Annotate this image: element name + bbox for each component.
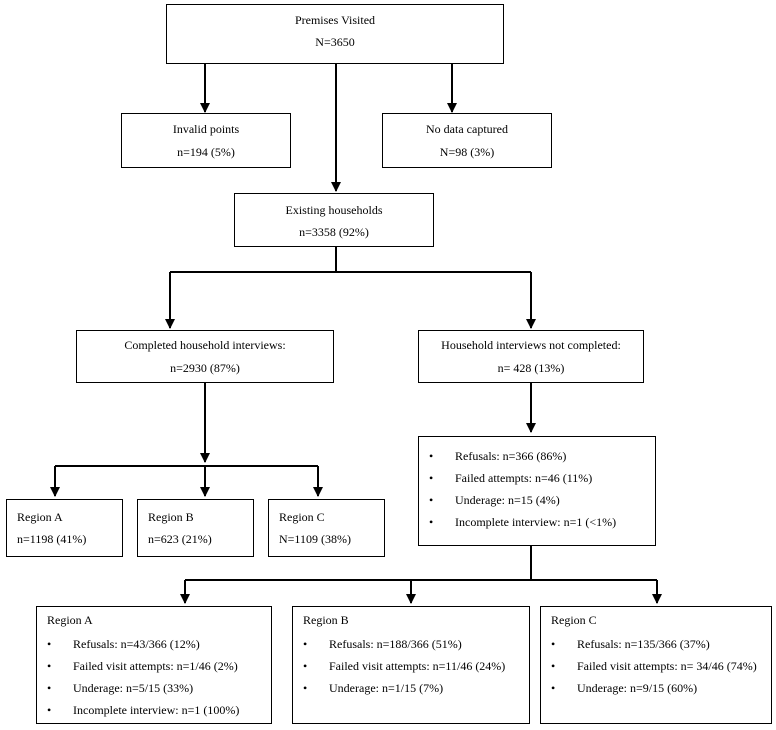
premises-visited-box: Premises Visited N=3650: [166, 4, 504, 64]
reasons-list: Refusals: n=366 (86%) Failed attempts: n…: [419, 445, 655, 533]
nc-region-b-item: Failed visit attempts: n=11/46 (24%): [293, 655, 529, 677]
nc-region-c-item: Refusals: n=135/366 (37%): [541, 633, 771, 655]
nc-region-a-title: Region A: [47, 613, 93, 627]
not-completed-count: n= 428 (13%): [497, 361, 565, 376]
nc-region-c-list: Refusals: n=135/366 (37%) Failed visit a…: [541, 633, 771, 699]
invalid-title: Invalid points: [172, 122, 240, 136]
nc-region-b-list: Refusals: n=188/366 (51%) Failed visit a…: [293, 633, 529, 699]
no-data-title: No data captured: [426, 122, 508, 136]
premises-title: Premises Visited: [294, 13, 376, 27]
invalid-points-box: Invalid points n=194 (5%): [121, 113, 291, 168]
completed-title: Completed household interviews:: [124, 338, 286, 352]
not-completed-interviews-box: Household interviews not completed: n= 4…: [418, 330, 644, 383]
connector-existing-split: [170, 247, 337, 273]
existing-households-box: Existing households n=3358 (92%): [234, 193, 434, 247]
nc-region-c-box: Region C Refusals: n=135/366 (37%) Faile…: [540, 606, 772, 724]
nc-region-a-item: Incomplete interview: n=1 (100%): [37, 699, 271, 721]
completed-count: n=2930 (87%): [170, 361, 240, 376]
completed-region-c-count: N=1109 (38%): [279, 532, 351, 547]
invalid-count: n=194 (5%): [177, 145, 235, 160]
completed-region-a-title: Region A: [17, 510, 63, 524]
nc-region-a-item: Refusals: n=43/366 (12%): [37, 633, 271, 655]
reason-item: Failed attempts: n=46 (11%): [419, 467, 655, 489]
nc-region-a-list: Refusals: n=43/366 (12%) Failed visit at…: [37, 633, 271, 721]
nc-region-c-title: Region C: [551, 613, 597, 627]
nc-region-b-box: Region B Refusals: n=188/366 (51%) Faile…: [292, 606, 530, 724]
completed-region-b-box: Region B n=623 (21%): [137, 499, 254, 557]
nc-region-a-box: Region A Refusals: n=43/366 (12%) Failed…: [36, 606, 272, 724]
completed-region-b-title: Region B: [148, 510, 194, 524]
existing-count: n=3358 (92%): [299, 225, 369, 240]
completed-region-c-box: Region C N=1109 (38%): [268, 499, 385, 557]
completed-region-c-title: Region C: [279, 510, 325, 524]
not-completed-title: Household interviews not completed:: [441, 338, 621, 352]
existing-title: Existing households: [285, 203, 383, 217]
completed-interviews-box: Completed household interviews: n=2930 (…: [76, 330, 334, 383]
no-data-captured-box: No data captured N=98 (3%): [382, 113, 552, 168]
nc-region-a-item: Underage: n=5/15 (33%): [37, 677, 271, 699]
completed-region-a-count: n=1198 (41%): [17, 532, 87, 547]
nc-region-c-item: Underage: n=9/15 (60%): [541, 677, 771, 699]
reason-item: Refusals: n=366 (86%): [419, 445, 655, 467]
completed-region-a-box: Region A n=1198 (41%): [6, 499, 123, 557]
no-data-count: N=98 (3%): [439, 145, 495, 160]
reason-item: Incomplete interview: n=1 (<1%): [419, 511, 655, 533]
nc-region-a-item: Failed visit attempts: n=1/46 (2%): [37, 655, 271, 677]
nc-region-b-item: Refusals: n=188/366 (51%): [293, 633, 529, 655]
nc-region-b-title: Region B: [303, 613, 349, 627]
not-completed-reasons-box: Refusals: n=366 (86%) Failed attempts: n…: [418, 436, 656, 546]
nc-region-b-item: Underage: n=1/15 (7%): [293, 677, 529, 699]
premises-count: N=3650: [315, 35, 355, 50]
reason-item: Underage: n=15 (4%): [419, 489, 655, 511]
nc-region-c-item: Failed visit attempts: n= 34/46 (74%): [541, 655, 771, 677]
completed-region-b-count: n=623 (21%): [148, 532, 212, 547]
